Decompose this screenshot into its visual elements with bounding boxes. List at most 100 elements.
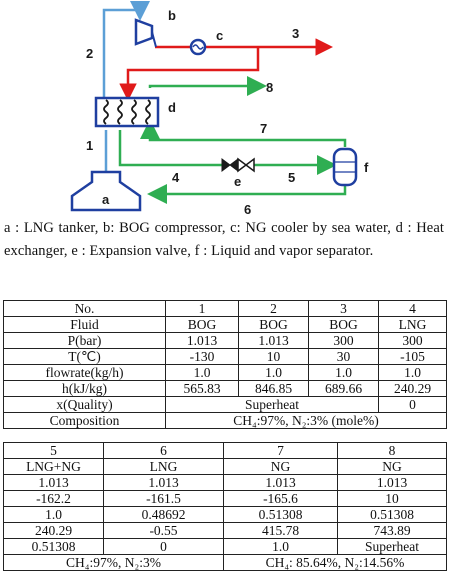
table-header-cell: 4 <box>378 300 447 317</box>
unit-label-b: b <box>168 8 176 23</box>
table-cell: CH₄: 85.64%, N₂:14.56% <box>223 554 447 571</box>
table-row: flowrate(kg/h) 1.0 1.0 1.0 1.0 <box>3 364 447 381</box>
stream-label-7: 7 <box>260 121 267 136</box>
separator-icon <box>332 147 358 187</box>
table-cell: 1.013 <box>103 474 224 491</box>
table-cell: LNG <box>103 458 224 475</box>
table-row: CH₄:97%, N₂:3% CH₄: 85.64%, N₂:14.56% <box>3 554 447 571</box>
table-cell: LNG <box>378 316 447 333</box>
table-cell: Superheat <box>165 396 379 413</box>
table-cell: 1.013 <box>223 474 338 491</box>
table-cell: 10 <box>337 490 447 507</box>
stream-2-line <box>102 1 150 100</box>
table-cell: LNG+NG <box>3 458 104 475</box>
lng-tank-icon <box>70 170 142 212</box>
table-header-cell: No. <box>3 300 166 317</box>
table-cell: 0.48692 <box>103 506 224 523</box>
table-cell: 1.013 <box>337 474 447 491</box>
table-header-cell: 1 <box>165 300 239 317</box>
table-header-cell: 2 <box>238 300 309 317</box>
table-cell: Superheat <box>337 538 447 555</box>
table-cell: 30 <box>308 348 379 365</box>
table-cell: BOG <box>238 316 309 333</box>
table-cell: 743.89 <box>337 522 447 539</box>
table-row: 5 6 7 8 <box>3 442 447 459</box>
table-cell: -0.55 <box>103 522 224 539</box>
expansion-valve-icon <box>221 157 255 173</box>
table-cell: 1.0 <box>3 506 104 523</box>
cooler-icon <box>189 38 207 56</box>
table-cell: 240.29 <box>378 380 447 397</box>
stream-4-line <box>118 130 222 167</box>
stream-6-line <box>147 184 347 204</box>
table-cell: -162.2 <box>3 490 104 507</box>
unit-label-c: c <box>216 28 223 43</box>
process-flow-diagram: b c d a e f 1 2 3 4 5 6 7 8 <box>70 1 369 215</box>
stream-properties-table-1: No. 1 2 3 4 Fluid BOG BOG BOG LNG P(bar)… <box>3 300 447 429</box>
stream-properties-table-2: 5 6 7 8 LNG+NG LNG NG NG 1.013 1.013 1.0… <box>3 442 447 571</box>
unit-label-f: f <box>364 160 369 175</box>
table-cell: 846.85 <box>238 380 309 397</box>
table-cell: 1.0 <box>308 364 379 381</box>
table-cell: 1.013 <box>165 332 239 349</box>
table-cell: 1.0 <box>238 364 309 381</box>
table-row: Composition CH₄:97%, N₂:3% (mole%) <box>3 412 447 429</box>
table-cell: 0.51308 <box>337 506 447 523</box>
table-row: P(bar) 1.013 1.013 300 300 <box>3 332 447 349</box>
unit-label-d: d <box>168 100 176 115</box>
table-row: h(kJ/kg) 565.83 846.85 689.66 240.29 <box>3 380 447 397</box>
table-cell: 0 <box>103 538 224 555</box>
table-header-cell: 6 <box>103 442 224 459</box>
table-cell: BOG <box>165 316 239 333</box>
table-cell: 1.0 <box>223 538 338 555</box>
stream-label-2: 2 <box>86 46 93 61</box>
table-header-cell: 8 <box>337 442 447 459</box>
table-cell: CH₄:97%, N₂:3% (mole%) <box>165 412 447 429</box>
row-label: Fluid <box>3 316 166 333</box>
table-cell: -130 <box>165 348 239 365</box>
table-row: x(Quality) Superheat 0 <box>3 396 447 413</box>
row-label: x(Quality) <box>3 396 166 413</box>
stream-7-line <box>140 119 347 147</box>
table-cell: -165.6 <box>223 490 338 507</box>
table-header-cell: 5 <box>3 442 104 459</box>
table-cell: 1.013 <box>3 474 104 491</box>
unit-label-a: a <box>102 192 110 207</box>
stream-label-6: 6 <box>244 202 251 215</box>
table-cell: -105 <box>378 348 447 365</box>
table-cell: 565.83 <box>165 380 239 397</box>
row-label: T(℃) <box>3 348 166 365</box>
table-header-cell: 3 <box>308 300 379 317</box>
table-row: 1.0 0.48692 0.51308 0.51308 <box>3 506 447 523</box>
table-cell: 1.0 <box>165 364 239 381</box>
stream-8-line <box>148 76 267 96</box>
table-cell: 300 <box>378 332 447 349</box>
table-cell: -161.5 <box>103 490 224 507</box>
table-cell: 689.66 <box>308 380 379 397</box>
row-label: h(kJ/kg) <box>3 380 166 397</box>
row-label: Composition <box>3 412 166 429</box>
row-label: flowrate(kg/h) <box>3 364 166 381</box>
heat-exchanger-icon <box>94 96 160 128</box>
table-cell: 0 <box>378 396 447 413</box>
compressor-icon <box>134 18 157 48</box>
figure-caption: a : LNG tanker, b: BOG compressor, c: NG… <box>4 220 444 259</box>
table-cell: NG <box>223 458 338 475</box>
stream-label-8: 8 <box>266 80 273 95</box>
table-row: 240.29 -0.55 415.78 743.89 <box>3 522 447 539</box>
table-row: LNG+NG LNG NG NG <box>3 458 447 475</box>
table-cell: 300 <box>308 332 379 349</box>
unit-label-e: e <box>234 174 241 189</box>
table-header-cell: 7 <box>223 442 338 459</box>
row-label: P(bar) <box>3 332 166 349</box>
stream-label-5: 5 <box>288 170 295 185</box>
stream-3-branch-line <box>119 47 260 101</box>
table-cell: 0.51308 <box>3 538 104 555</box>
table-cell: 415.78 <box>223 522 338 539</box>
table-cell: BOG <box>308 316 379 333</box>
table-cell: 240.29 <box>3 522 104 539</box>
table-row: -162.2 -161.5 -165.6 10 <box>3 490 447 507</box>
table-row: No. 1 2 3 4 <box>3 300 447 317</box>
table-row: 0.51308 0 1.0 Superheat <box>3 538 447 555</box>
stream-label-4: 4 <box>172 170 180 185</box>
